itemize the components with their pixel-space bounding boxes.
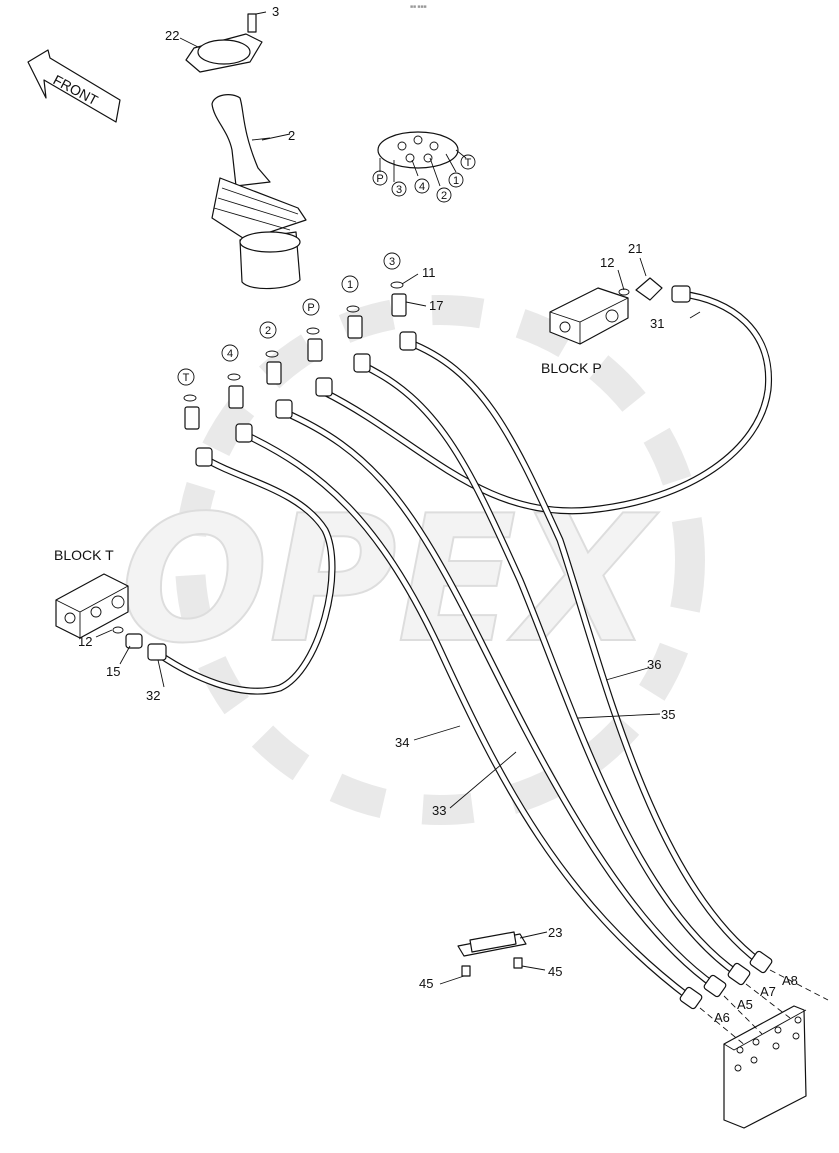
part-number-31: 31 — [650, 316, 664, 331]
header-mark: ■■ ■■■ — [410, 4, 427, 10]
port-marker-4: 4 — [227, 348, 233, 360]
part-number-34: 34 — [395, 735, 409, 750]
block-p-label: BLOCK P — [541, 360, 602, 376]
valve-port-labels: A8 A7 A5 A6 — [714, 973, 798, 1025]
hoses — [156, 290, 773, 1002]
port-marker-t: T — [183, 372, 190, 384]
part-number-3: 3 — [272, 4, 279, 19]
part-number-45-left: 45 — [419, 976, 433, 991]
legend-marker-p: P — [376, 173, 383, 185]
port-marker-p: P — [307, 302, 314, 314]
port-legend-plate — [377, 131, 467, 187]
hose-end-fittings — [195, 331, 773, 1010]
part-number-11: 11 — [422, 265, 436, 280]
port-label-a8: A8 — [782, 973, 798, 988]
legend-markers: P 3 4 2 1 T — [372, 154, 476, 203]
legend-marker-3: 3 — [396, 184, 402, 196]
block-t-label: BLOCK T — [54, 547, 114, 563]
part-number-12-top: 12 — [600, 255, 614, 270]
part-number-32: 32 — [146, 688, 160, 703]
o-rings — [183, 281, 404, 402]
part-number-35: 35 — [661, 707, 675, 722]
port-label-a6: A6 — [714, 1010, 730, 1025]
part-number-23: 23 — [548, 925, 562, 940]
port-marker-2: 2 — [265, 325, 271, 337]
part-number-22: 22 — [165, 28, 179, 43]
legend-marker-4: 4 — [419, 181, 425, 193]
part-number-12-bottom: 12 — [78, 634, 92, 649]
part-number-21: 21 — [628, 241, 642, 256]
part-number-labels: 3 22 2 11 17 21 12 31 12 15 32 36 35 34 … — [78, 4, 675, 991]
part-number-33: 33 — [432, 803, 446, 818]
part-number-2: 2 — [288, 128, 295, 143]
port-label-a5: A5 — [737, 997, 753, 1012]
block-p — [549, 277, 691, 345]
legend-marker-2: 2 — [441, 190, 447, 202]
legend-marker-1: 1 — [453, 175, 459, 187]
part-number-17: 17 — [429, 298, 443, 313]
port-label-a7: A7 — [760, 984, 776, 999]
hose-clamp — [457, 931, 527, 977]
part-number-15: 15 — [106, 664, 120, 679]
adapter-fittings — [184, 293, 407, 430]
leader-lines — [95, 137, 701, 985]
part-number-36: 36 — [647, 657, 661, 672]
joystick-lever — [211, 94, 307, 290]
front-arrow: FRONT — [27, 49, 121, 123]
port-marker-3: 3 — [389, 256, 395, 268]
screw-3 — [247, 11, 267, 33]
block-t — [55, 573, 167, 661]
port-markers: T 4 2 P 1 3 — [177, 252, 401, 386]
mounting-bracket — [699, 969, 829, 1129]
legend-marker-t: T — [465, 157, 472, 169]
port-marker-1: 1 — [347, 279, 353, 291]
joystick-gasket — [179, 33, 263, 73]
part-number-45-right: 45 — [548, 964, 562, 979]
